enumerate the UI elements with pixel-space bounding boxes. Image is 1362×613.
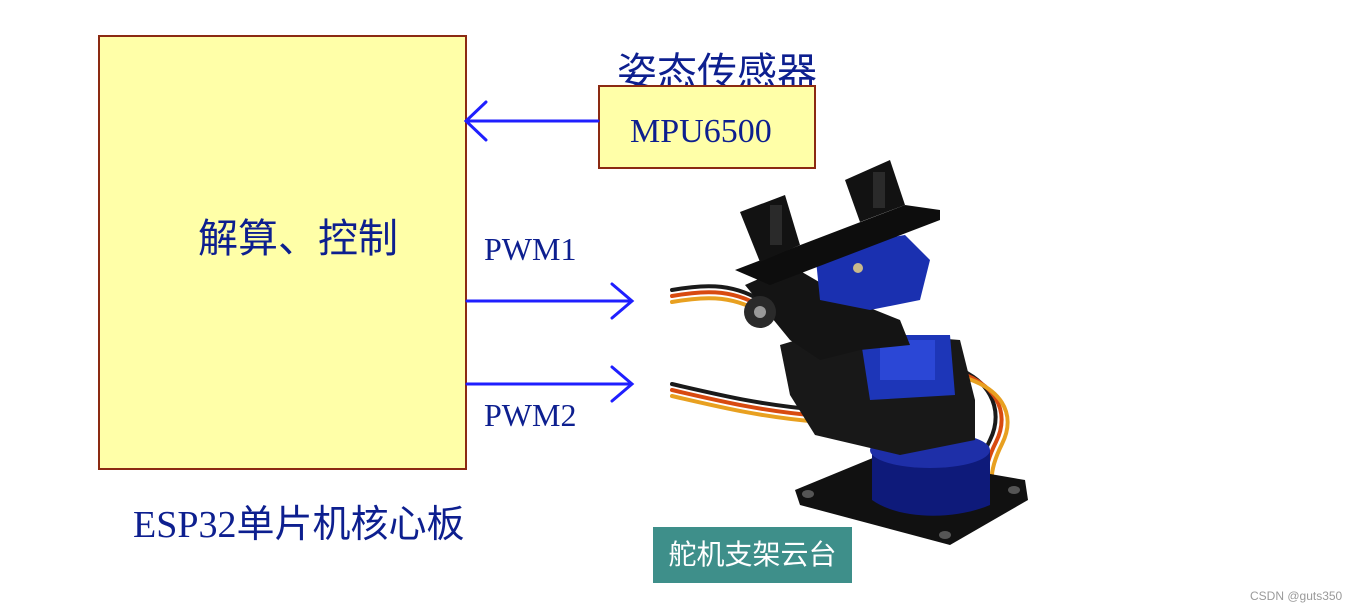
servo-gimbal-image xyxy=(672,160,1028,545)
pwm2-arrow xyxy=(467,367,632,401)
gimbal-caption: 舵机支架云台 xyxy=(653,527,852,583)
sensor-to-board-arrow xyxy=(466,102,598,140)
csdn-watermark: CSDN @guts350 xyxy=(1250,589,1342,603)
pwm1-arrow xyxy=(467,284,632,318)
